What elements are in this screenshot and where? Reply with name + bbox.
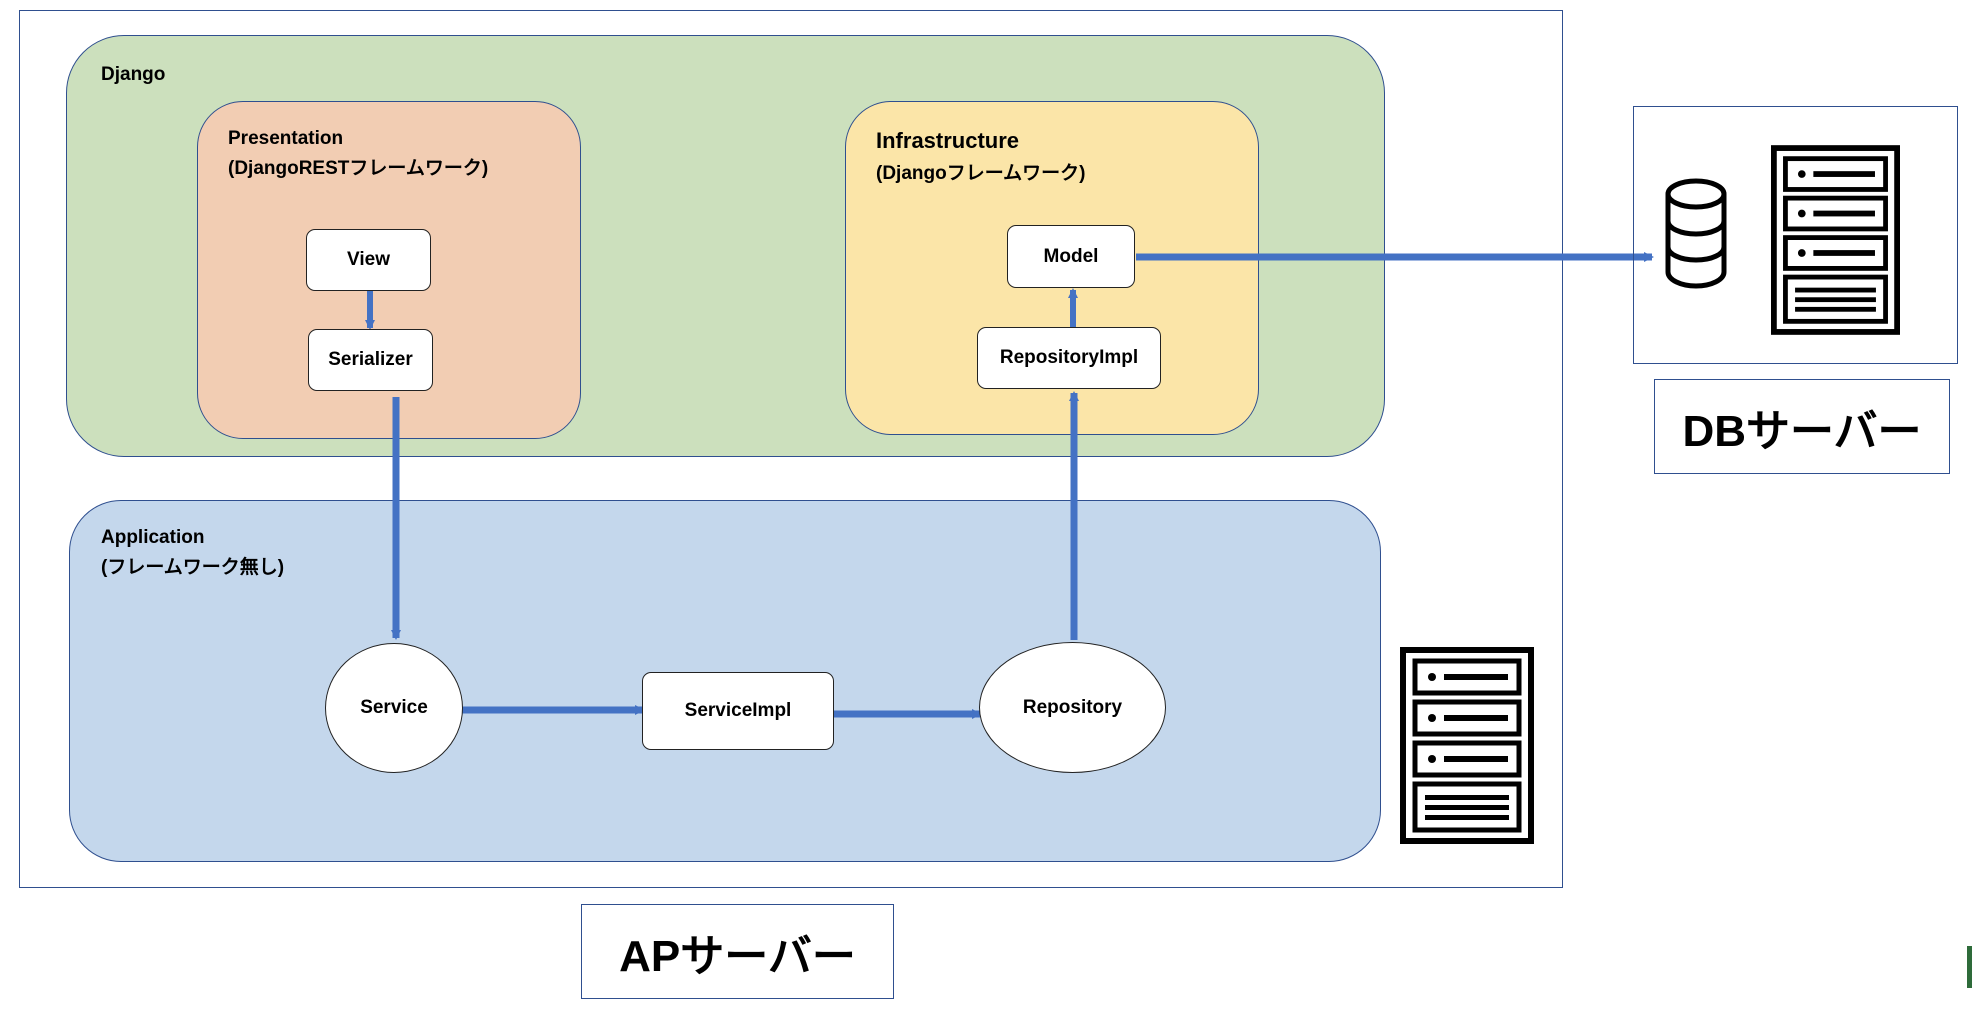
db-server-title: DBサーバー — [1682, 406, 1922, 456]
service-impl-node: ServiceImpl — [642, 672, 834, 750]
repository-impl-node: RepositoryImpl — [977, 327, 1161, 389]
model-node: Model — [1007, 225, 1135, 288]
view-node: View — [306, 229, 431, 291]
edge-marker — [1967, 946, 1972, 988]
application-title: Application — [101, 527, 205, 548]
infrastructure-subtitle: (Djangoフレームワーク) — [876, 163, 1086, 184]
db-server-box — [1633, 106, 1958, 364]
server-rack-icon — [1771, 145, 1900, 335]
service-node: Service — [325, 643, 463, 773]
ap-server-title-box: APサーバー — [581, 904, 894, 999]
server-rack-icon — [1400, 647, 1534, 844]
application-subtitle: (フレームワーク無し) — [101, 557, 285, 578]
infrastructure-title: Infrastructure — [876, 128, 1020, 153]
serializer-node: Serializer — [308, 329, 433, 391]
django-label: Django — [101, 64, 166, 85]
database-icon — [1665, 178, 1727, 289]
repository-node: Repository — [979, 642, 1166, 773]
presentation-title: Presentation — [228, 128, 344, 149]
presentation-subtitle: (DjangoRESTフレームワーク) — [228, 158, 489, 179]
ap-server-title: APサーバー — [619, 931, 856, 981]
db-server-title-box: DBサーバー — [1654, 379, 1950, 474]
ap-server-frame — [19, 10, 1563, 888]
